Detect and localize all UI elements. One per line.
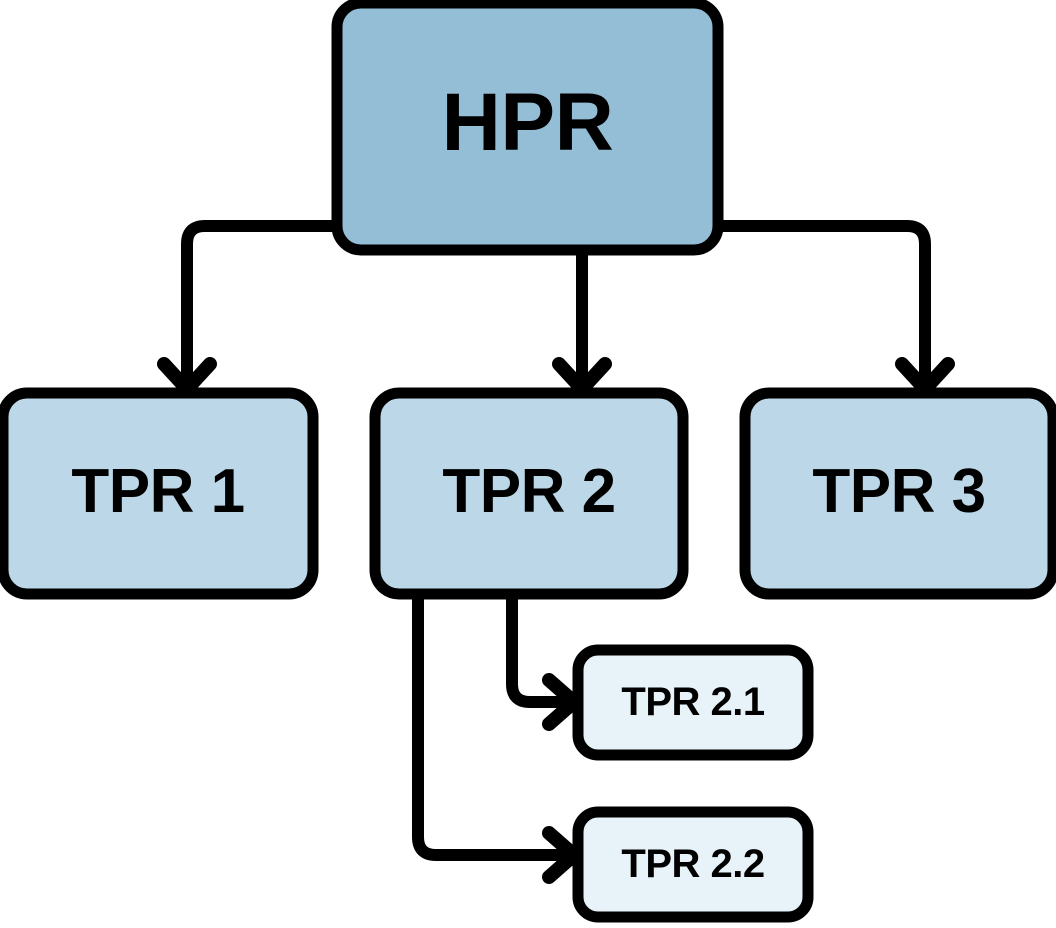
node-label: TPR 3 (812, 457, 985, 526)
node-box[interactable] (572, 806, 814, 923)
node-box[interactable] (331, 0, 724, 256)
connector-line (712, 220, 931, 384)
connector-line (181, 220, 345, 384)
connector-line (412, 588, 568, 861)
node-label: HPR (442, 77, 614, 168)
node-tpr2-1[interactable]: TPR 2.1 (572, 644, 814, 761)
node-tpr2-2[interactable]: TPR 2.2 (572, 806, 814, 923)
node-box[interactable] (739, 387, 1056, 600)
node-tpr2[interactable]: TPR 2 (369, 387, 689, 600)
node-tpr3[interactable]: TPR 3 (739, 387, 1056, 600)
node-label: TPR 2.2 (621, 842, 764, 886)
node-tpr1[interactable]: TPR 1 (0, 387, 319, 600)
node-box[interactable] (0, 387, 319, 600)
connector-line (506, 588, 568, 708)
node-label: TPR 2 (442, 457, 615, 526)
node-box[interactable] (572, 644, 814, 761)
node-label: TPR 1 (71, 457, 244, 526)
node-label: TPR 2.1 (621, 680, 764, 724)
node-box[interactable] (369, 387, 689, 600)
node-hpr[interactable]: HPR (331, 0, 724, 256)
